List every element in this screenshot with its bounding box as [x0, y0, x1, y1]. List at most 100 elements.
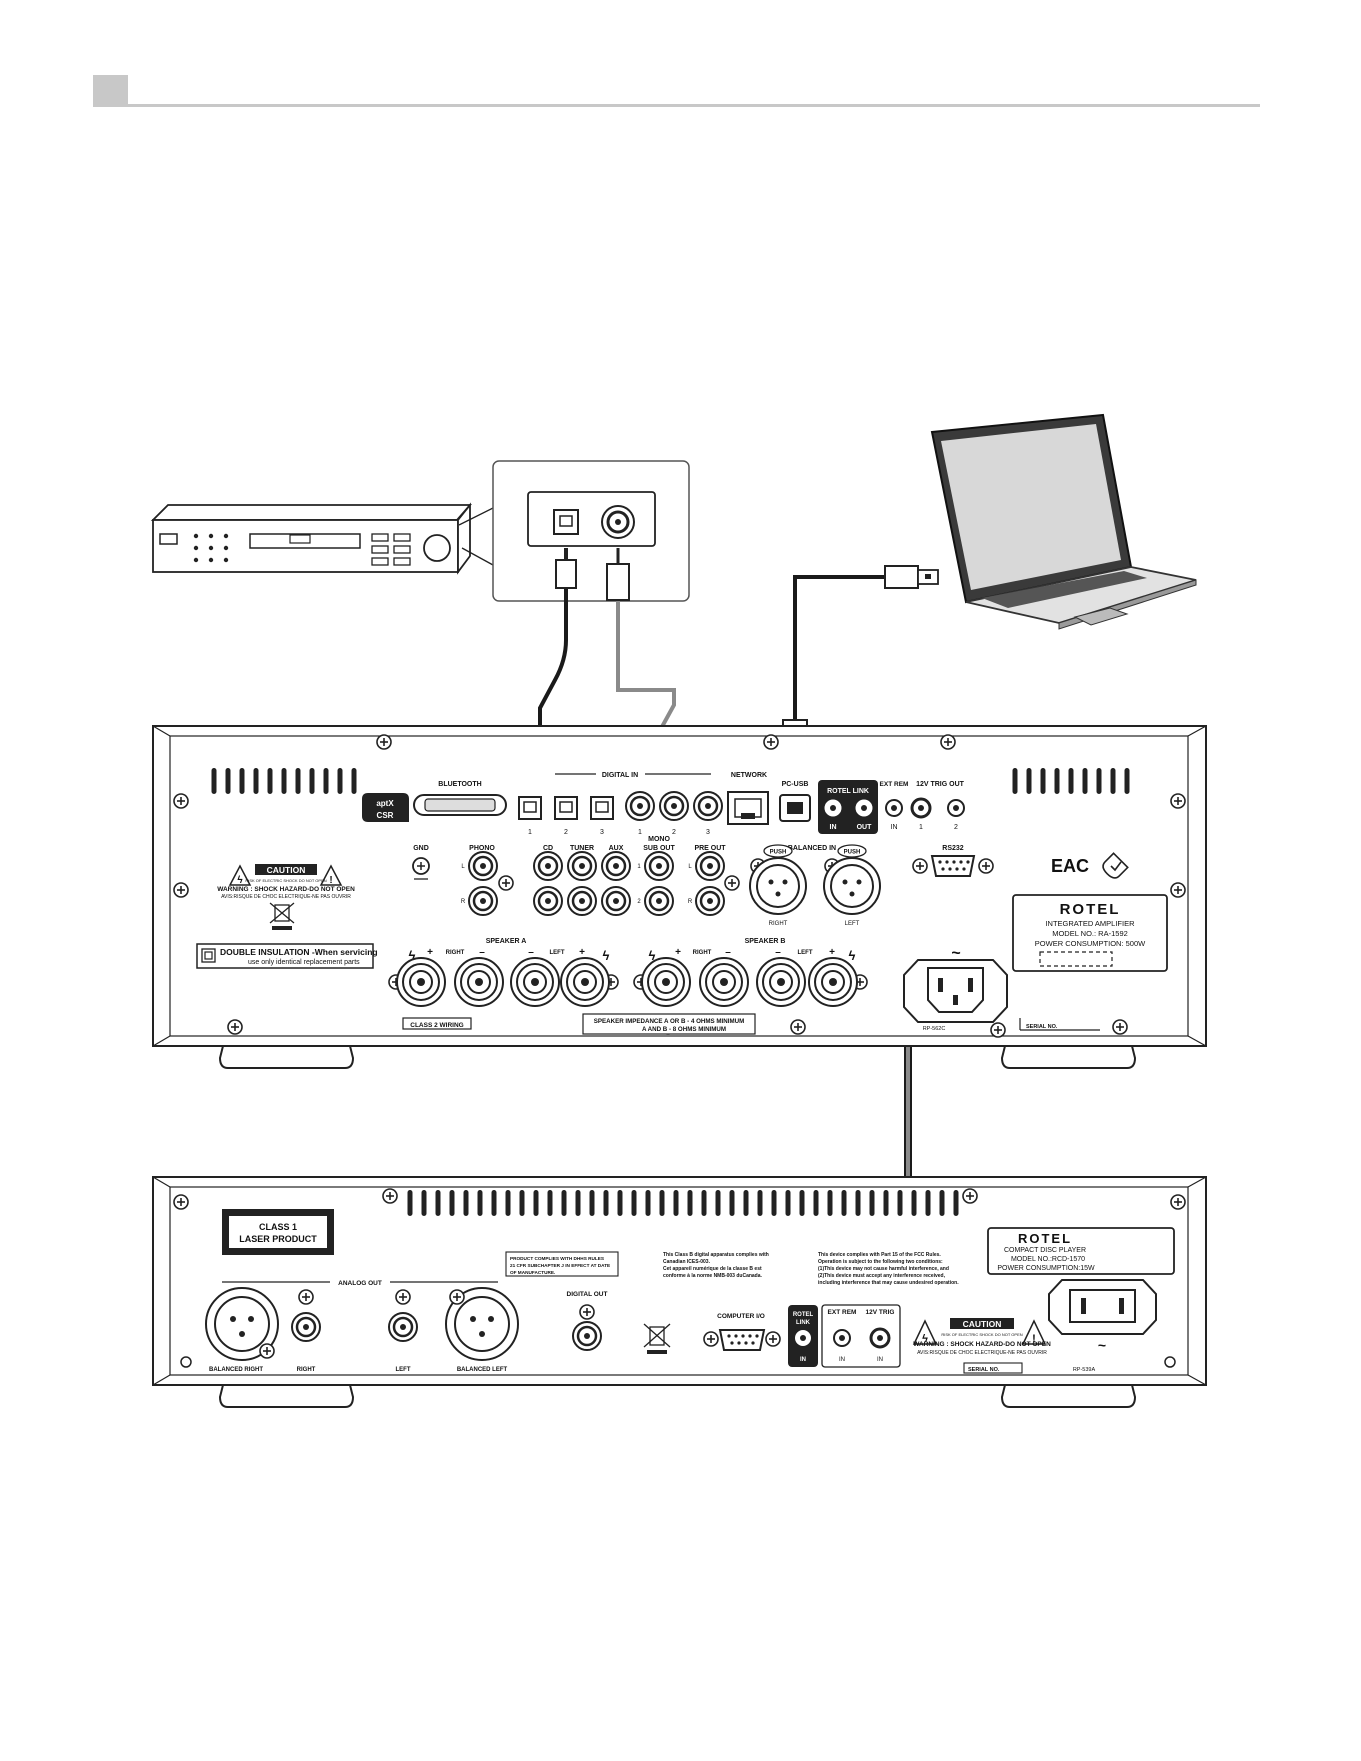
cd-warning-text: WARNING : SHOCK HAZARD-DO NOT OPEN — [913, 1341, 1051, 1348]
optical-input-3[interactable] — [590, 796, 614, 820]
balanced-in-right-xlr[interactable] — [749, 857, 807, 915]
speaker-a-left-plus-post[interactable] — [560, 957, 610, 1007]
balanced-right-label: RIGHT — [769, 921, 788, 927]
coax-input-2[interactable] — [658, 790, 690, 822]
optical-input-1[interactable] — [518, 796, 542, 820]
sub-out-2[interactable] — [643, 885, 675, 917]
speaker-b-label: SPEAKER B — [745, 938, 786, 945]
speaker-a-right-plus-post[interactable] — [396, 957, 446, 1007]
cd-caution-sub: RISK OF ELECTRIC SHOCK DO NOT OPEN — [941, 1332, 1022, 1337]
speaker-b-left-plus-post[interactable] — [808, 957, 858, 1007]
optical-input-2[interactable] — [554, 796, 578, 820]
pre-out-left[interactable] — [694, 850, 726, 882]
cd-ext-rem-jack[interactable] — [833, 1329, 851, 1347]
amp-warning-text: WARNING : SHOCK HAZARD-DO NOT OPEN — [217, 886, 355, 893]
fcc-line-5: including interference that may cause un… — [818, 1280, 959, 1286]
laptop-icon — [930, 413, 1197, 630]
trig-out-jack-2[interactable] — [947, 799, 965, 817]
speaker-b-right-plus-post[interactable] — [641, 957, 691, 1007]
speaker-a-right-minus-post[interactable] — [454, 957, 504, 1007]
amp-model-type: INTEGRATED AMPLIFIER — [1045, 919, 1135, 928]
trig-out-jack-1[interactable] — [910, 797, 932, 819]
classb-line-2: Canadian ICES-003. — [663, 1259, 711, 1265]
sub-out-1[interactable] — [643, 850, 675, 882]
speaker-b-right-minus-post[interactable] — [699, 957, 749, 1007]
class1-text: CLASS 1 — [259, 1222, 297, 1232]
aux-left-input[interactable] — [600, 850, 632, 882]
speaker-a-left-minus-post[interactable] — [510, 957, 560, 1007]
rotel-link-out-label: OUT — [857, 824, 873, 831]
ext-rem-jack[interactable] — [885, 799, 903, 817]
speaker-b-left-minus-post[interactable] — [756, 957, 806, 1007]
computer-io-port[interactable] — [703, 1329, 781, 1351]
spk-a-left-label: LEFT — [550, 950, 565, 956]
cd-ac-tilde: ~ — [1098, 1337, 1106, 1353]
pre-out-right[interactable] — [694, 885, 726, 917]
cd-model-type: COMPACT DISC PLAYER — [1004, 1247, 1086, 1254]
cd-model-no: MODEL NO.:RCD-1570 — [1011, 1256, 1085, 1263]
double-insulation-text-2: use only identical replacement parts — [248, 959, 360, 966]
amp-caution-label: ϟ ! CAUTION RISK OF ELECTRIC SHOCK DO NO… — [217, 864, 355, 900]
push-tab-left: PUSH — [837, 844, 867, 858]
amp-power-inlet[interactable] — [903, 959, 1008, 1023]
cd-caution-title: CAUTION — [963, 1319, 1002, 1329]
spk-b-bolt-1: ϟ — [649, 948, 656, 963]
cd-trig-in-jack[interactable] — [869, 1327, 891, 1349]
sub-num-2: 2 — [637, 899, 641, 905]
aux-right-input[interactable] — [600, 885, 632, 917]
ground-terminal[interactable] — [412, 857, 430, 880]
dhhs-line-3: OF MANUFACTURE. — [510, 1270, 555, 1275]
digital-out-coax[interactable] — [571, 1320, 603, 1352]
phono-r-label: R — [461, 899, 466, 905]
amp-power: POWER CONSUMPTION: 500W — [1035, 939, 1146, 948]
balanced-left-xlr-out[interactable] — [445, 1287, 519, 1361]
cd-label: CD — [543, 845, 553, 852]
cd-avis-text: AVIS:RISQUE DE CHOC ELECTRIQUE-NE PAS OU… — [917, 1350, 1047, 1356]
phono-l-label: L — [461, 864, 465, 870]
cd-left-input[interactable] — [532, 850, 564, 882]
analog-right-rca-out[interactable] — [290, 1311, 322, 1343]
cd-power-inlet[interactable] — [1048, 1279, 1157, 1335]
tuner-right-input[interactable] — [566, 885, 598, 917]
fcc-compliance-text: This device complies with Part 15 of the… — [818, 1252, 959, 1286]
page-header — [93, 75, 1260, 107]
cd-right-input[interactable] — [532, 885, 564, 917]
spk-b-left-label: LEFT — [798, 950, 813, 956]
phono-left-input[interactable] — [467, 850, 499, 882]
tuner-label: TUNER — [570, 845, 594, 852]
phono-label: PHONO — [469, 845, 495, 852]
pre-r-label: R — [688, 899, 693, 905]
trig-num-2: 2 — [954, 824, 958, 831]
rotel-link-out-jack[interactable] — [855, 799, 873, 817]
pc-usb-port[interactable] — [779, 794, 811, 822]
phono-right-input[interactable] — [467, 885, 499, 917]
coax-num-1: 1 — [638, 829, 642, 836]
cd-serial-text: SERIAL NO. — [968, 1367, 1000, 1373]
class-b-compliance-text: This Class B digital apparatus complies … — [663, 1252, 769, 1279]
spk-b-bolt-2: ϟ — [849, 948, 856, 963]
balanced-right-xlr-out[interactable] — [205, 1287, 279, 1361]
classb-line-4: conforme à la norme NMB-003 duCanada. — [663, 1273, 763, 1279]
cd-weee-bin-icon — [643, 1323, 671, 1354]
spk-a-bolt-2: ϟ — [603, 948, 610, 963]
spk-b-right-label: RIGHT — [693, 950, 712, 956]
bluetooth-antenna: BLUETOOTH — [413, 781, 507, 816]
network-port[interactable] — [727, 791, 769, 825]
cd-brand: ROTEL — [1018, 1231, 1072, 1246]
analog-left-rca-out[interactable] — [387, 1311, 419, 1343]
spk-a-minus-right: – — [479, 947, 485, 958]
cd-power: POWER CONSUMPTION:15W — [997, 1265, 1095, 1272]
fcc-line-4: (2)This device must accept any interfere… — [818, 1273, 946, 1279]
cd-model-label: ROTEL COMPACT DISC PLAYER MODEL NO.:RCD-… — [987, 1227, 1175, 1275]
cd-rotel-link-in-jack[interactable] — [795, 1330, 811, 1346]
spk-b-plus-right: + — [675, 947, 681, 958]
rotel-link-in-jack[interactable] — [824, 799, 842, 817]
tuner-left-input[interactable] — [566, 850, 598, 882]
coax-input-1[interactable] — [624, 790, 656, 822]
coax-input-3[interactable] — [692, 790, 724, 822]
rcm-cert-icon — [1102, 852, 1129, 879]
balanced-in-label: BALANCED IN — [788, 845, 836, 852]
rs232-port[interactable] — [912, 855, 994, 877]
balanced-in-left-xlr[interactable] — [823, 857, 881, 915]
rs232-label: RS232 — [942, 845, 964, 852]
